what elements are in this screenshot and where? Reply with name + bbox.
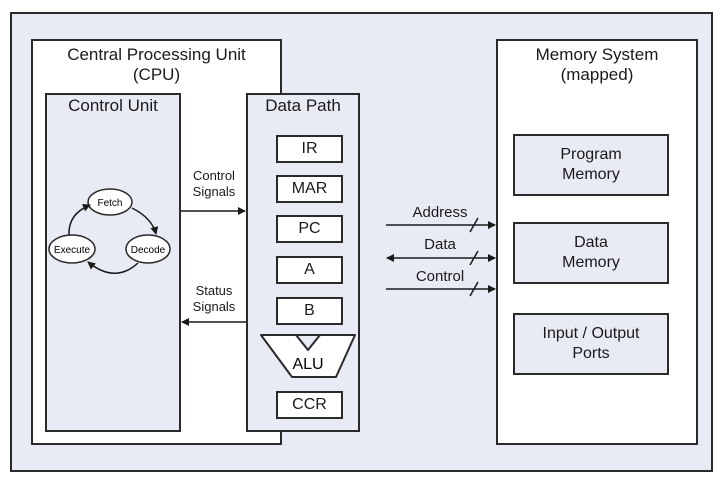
address-bus-slash [469,217,479,233]
control-bus-label: Control [415,268,465,285]
program-memory-line2: Memory [562,166,620,183]
register-pc: PC [276,215,343,243]
execute-text: Execute [54,245,91,256]
execute-to-fetch-arrow [68,203,91,236]
decode-text: Decode [131,245,166,256]
status-signals-line2: Signals [192,299,236,314]
execute-node [48,234,96,264]
data-path-title: Data Path [265,96,341,115]
program-memory-line1: Program [560,146,622,163]
register-ccr: CCR [276,391,343,419]
memory-title-line1: Memory System [535,45,659,64]
data-memory-line2: Memory [562,254,620,271]
memory-title: Memory System (mapped) [496,45,698,85]
fetch-to-decode-arrow [131,207,159,235]
cpu-title: Central Processing Unit (CPU) [31,45,282,85]
register-ir: IR [276,135,343,163]
decode-node [125,234,171,264]
control-signals-line1: Control [193,168,235,183]
register-a: A [276,256,343,284]
control-unit-title: Control Unit [68,96,158,115]
address-bus-label: Address [412,204,468,221]
cpu-title-line2: (CPU) [132,65,181,84]
data-bus-slash [469,250,479,266]
control-signals-label: Control Signals [184,168,244,200]
register-b: B [276,297,343,325]
decode-to-execute-arrow [87,261,139,274]
status-signals-label: Status Signals [184,283,244,315]
alu-shape [260,334,356,378]
data-memory-line1: Data [574,234,608,251]
instruction-cycle: Fetch Decode Execute [48,188,171,274]
io-ports-line1: Input / Output [542,325,640,342]
status-signals-line1: Status [195,283,233,298]
memory-title-line2: (mapped) [560,65,634,84]
data-bus-label: Data [424,236,456,253]
register-mar: MAR [276,175,343,203]
fetch-text: Fetch [97,198,122,209]
fetch-node [87,188,133,216]
io-ports-line2: Ports [572,345,610,362]
control-signals-line2: Signals [192,184,236,199]
control-bus-slash [469,281,479,297]
cpu-title-line1: Central Processing Unit [67,45,246,64]
alu-text: ALU [292,356,323,373]
